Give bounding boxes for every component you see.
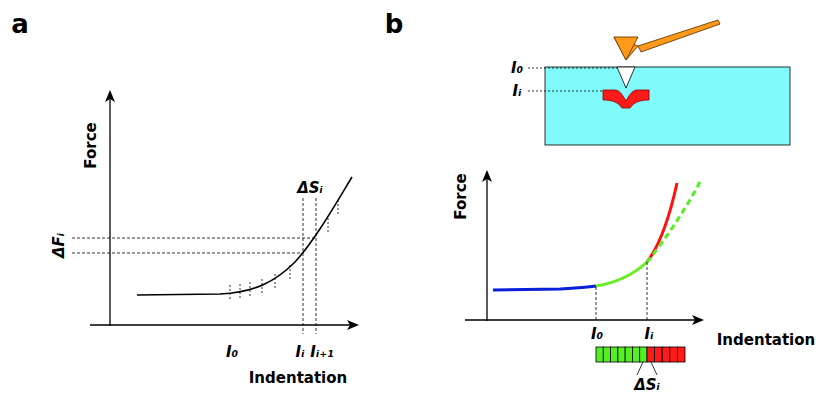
curve-blue — [493, 286, 596, 290]
strain-region — [603, 90, 649, 108]
panel-letter: a — [11, 11, 29, 37]
indent — [617, 67, 635, 88]
delta-label: ΔSᵢ — [634, 378, 660, 393]
delta-label: ΔFᵢ — [53, 232, 68, 257]
force-curve — [137, 177, 352, 295]
y-axis — [109, 92, 110, 326]
indent-label: Iᵢ₊₁ — [310, 345, 333, 360]
curve-red — [647, 183, 677, 262]
indent-label: I₀ — [591, 327, 603, 342]
depth-label: Iᵢ — [513, 84, 522, 99]
x-axis — [465, 319, 702, 320]
x-axis — [90, 324, 357, 325]
indent-label: I₀ — [226, 345, 238, 360]
guide-lines — [596, 262, 647, 320]
depth-label: I₀ — [511, 61, 523, 76]
panel-letter: b — [385, 11, 404, 37]
y-axis — [486, 172, 487, 321]
curve-green — [596, 262, 647, 286]
sample-block — [545, 67, 790, 145]
cantilever-tip — [614, 37, 638, 60]
axis-title: Force — [454, 173, 469, 219]
indent-label: Iᵢ — [645, 327, 654, 342]
indent-label: Iᵢ — [296, 345, 305, 360]
axis-title: Force — [84, 122, 99, 168]
leader-lines — [637, 362, 657, 375]
curve-dotted — [647, 182, 700, 262]
delta-label: ΔSᵢ — [297, 181, 323, 196]
cantilever — [614, 20, 720, 60]
tick-marks — [230, 200, 338, 301]
axis-title: Indentation — [717, 333, 815, 348]
depth-lines — [528, 68, 617, 91]
axis-title: Indentation — [249, 371, 347, 386]
segment-bar — [596, 347, 685, 362]
guide-lines — [72, 198, 316, 334]
